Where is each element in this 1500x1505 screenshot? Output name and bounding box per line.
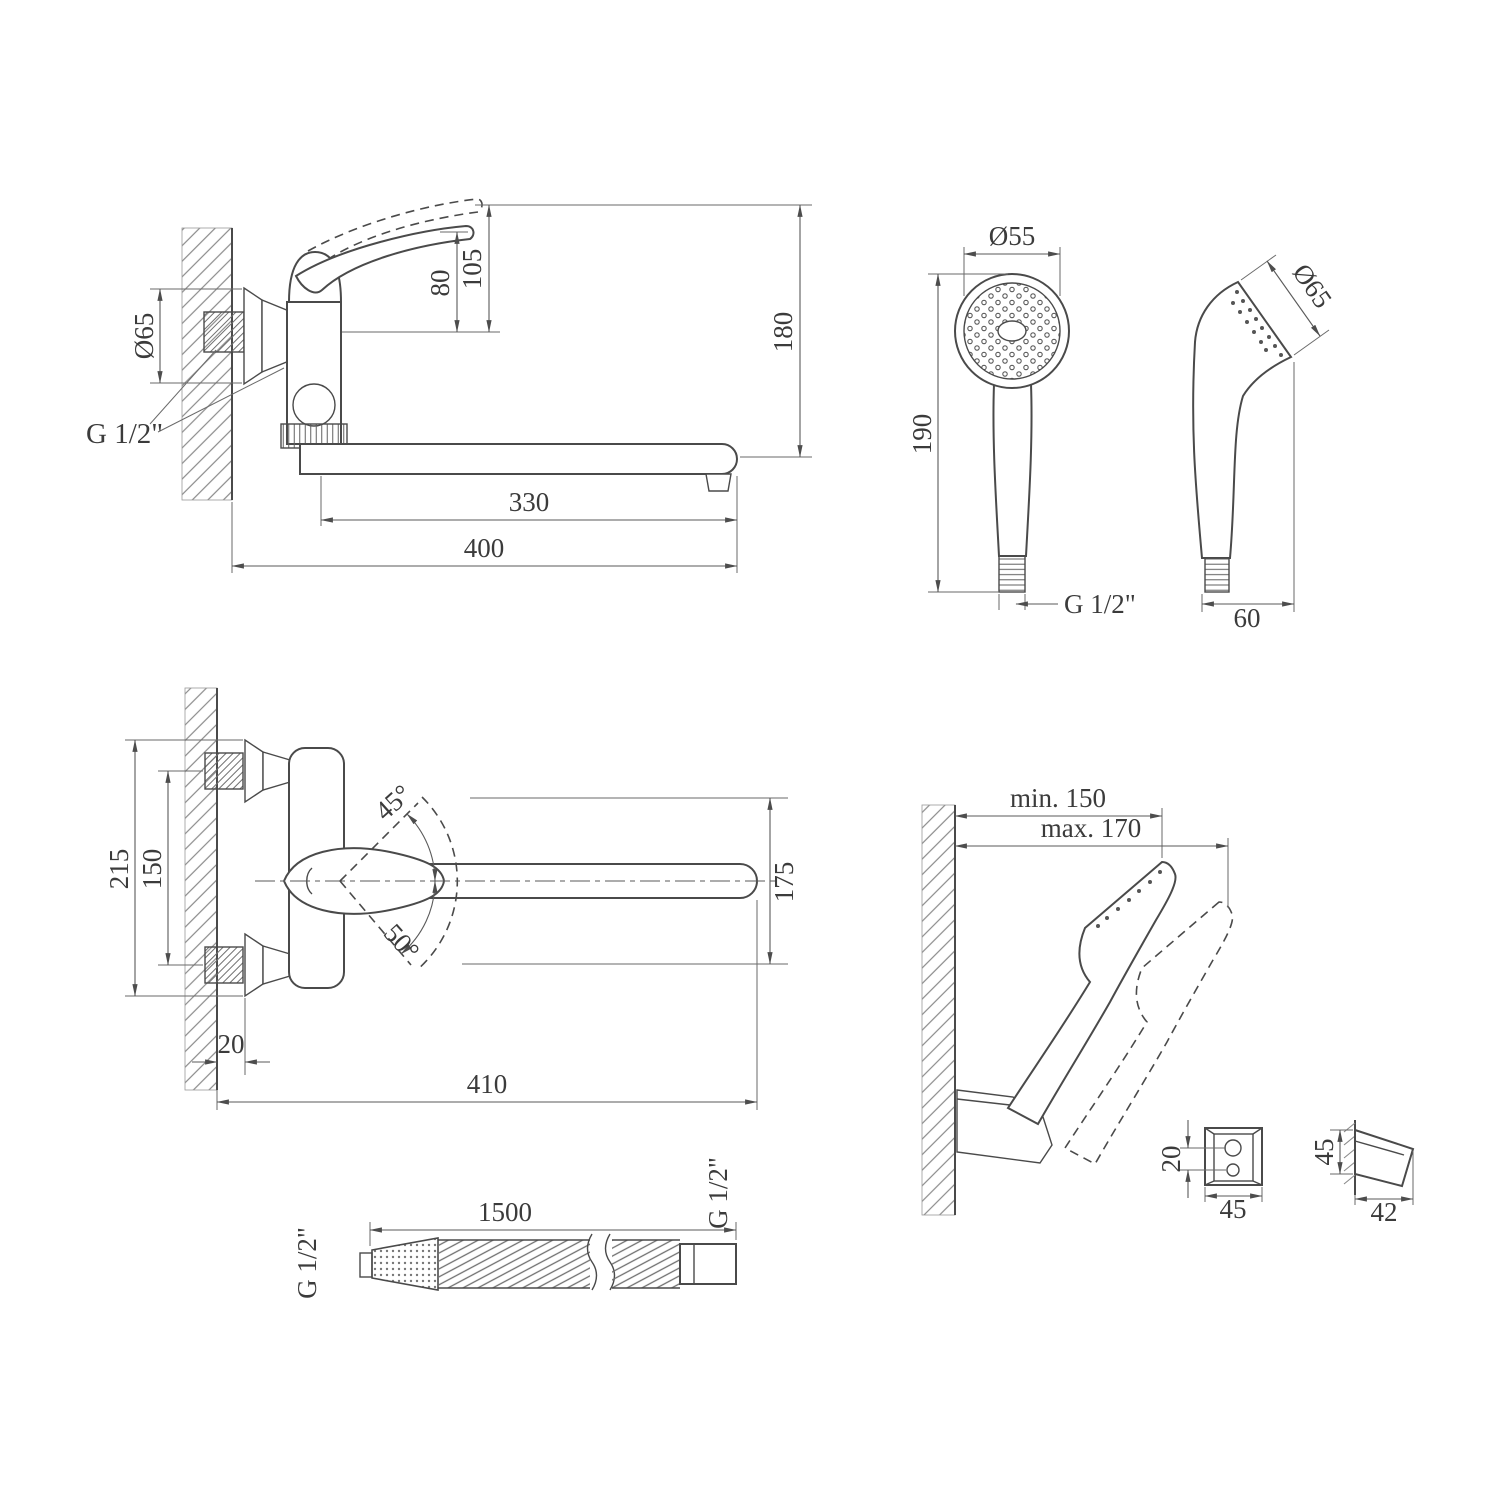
dim-label-410: 410 <box>467 1069 508 1099</box>
dim-label-max170: max. 170 <box>1041 813 1142 843</box>
hose-cone-left <box>371 1237 439 1291</box>
view-holder-details: 20 45 45 42 <box>1156 1120 1415 1227</box>
view-handshower-side: Ø65 60 <box>1192 254 1338 633</box>
shower-thread <box>998 555 1026 593</box>
thread-label: G 1/2" <box>86 418 163 450</box>
dim-label-width-45: 45 <box>1220 1194 1247 1224</box>
hose-thread-left: G 1/2" <box>292 1227 322 1299</box>
hose-collar-left <box>359 1252 373 1278</box>
view-faucet-side: Ø65 G 1/2" 80 105 180 330 400 <box>86 198 812 573</box>
hose-fitting-right <box>679 1243 737 1285</box>
dim-label-400: 400 <box>464 533 505 563</box>
dim-label-190: 190 <box>907 414 937 455</box>
dim-label-180: 180 <box>768 312 798 353</box>
dim-label-80: 80 <box>425 270 455 297</box>
aerator <box>705 473 732 492</box>
wall-section-holder <box>921 804 956 1216</box>
supply-nipple-top <box>204 752 244 790</box>
shower-ghost-max <box>1063 901 1234 1166</box>
angle-label-50: 50° <box>378 918 426 966</box>
spray-dots-side <box>1231 290 1283 357</box>
dim-label-depth-42: 42 <box>1371 1197 1398 1227</box>
hose-break <box>586 1233 598 1291</box>
diverter-knob <box>292 383 336 427</box>
dim-label-330: 330 <box>509 487 550 517</box>
escutcheon <box>243 286 263 386</box>
dim-label-min150: min. 150 <box>1010 783 1106 813</box>
spout <box>299 443 738 475</box>
shower-side-outline <box>1192 280 1293 559</box>
shower-side-thread <box>1204 557 1230 593</box>
dim-label-d65: Ø65 <box>129 313 159 360</box>
dim-label-20: 20 <box>218 1029 245 1059</box>
dim-label-height-45: 45 <box>1309 1139 1339 1166</box>
dim-label-175: 175 <box>769 862 799 903</box>
dim-label-d65-side: Ø65 <box>1287 258 1338 313</box>
wall-section <box>181 227 233 501</box>
dim-label-d55: Ø55 <box>989 221 1036 251</box>
wall-section-top <box>184 687 218 1091</box>
lever-50-ghost <box>339 880 412 966</box>
view-handshower-front: Ø55 190 G 1/2" <box>907 221 1136 619</box>
lever-handle <box>294 224 475 294</box>
bracket-side <box>1354 1128 1415 1188</box>
dim-label-105: 105 <box>457 249 487 290</box>
wall-ticks <box>1343 1122 1356 1185</box>
dim-label-60: 60 <box>1234 603 1261 633</box>
spray-center <box>997 320 1027 342</box>
shower-in-holder <box>1006 860 1177 1126</box>
shower-handle <box>992 383 1033 557</box>
lever-raised-ghost <box>307 198 483 259</box>
hose-segment-b <box>612 1240 680 1288</box>
dim-label-215: 215 <box>104 849 134 890</box>
hose-thread-right: G 1/2" <box>703 1157 733 1229</box>
wall-nipple <box>203 311 245 353</box>
dim-label-1500: 1500 <box>478 1197 532 1227</box>
dim-label-150: 150 <box>137 849 167 890</box>
dim-label-holes-20: 20 <box>1156 1146 1186 1173</box>
thread-label-front: G 1/2" <box>1064 589 1136 619</box>
angle-label-45: 45° <box>369 779 417 827</box>
view-holder-wall: min. 150 max. 170 <box>921 783 1234 1216</box>
supply-nipple-bottom <box>204 946 244 984</box>
lever-45-ghost <box>339 802 419 882</box>
view-hose: G 1/2" 1500 G 1/2" <box>292 1157 737 1299</box>
spray-dots-holder <box>1096 870 1162 928</box>
view-faucet-top: 45° 50° 215 150 175 20 410 <box>104 687 799 1110</box>
hose-segment-a <box>438 1240 590 1288</box>
bracket-hole-bottom <box>1226 1163 1240 1177</box>
